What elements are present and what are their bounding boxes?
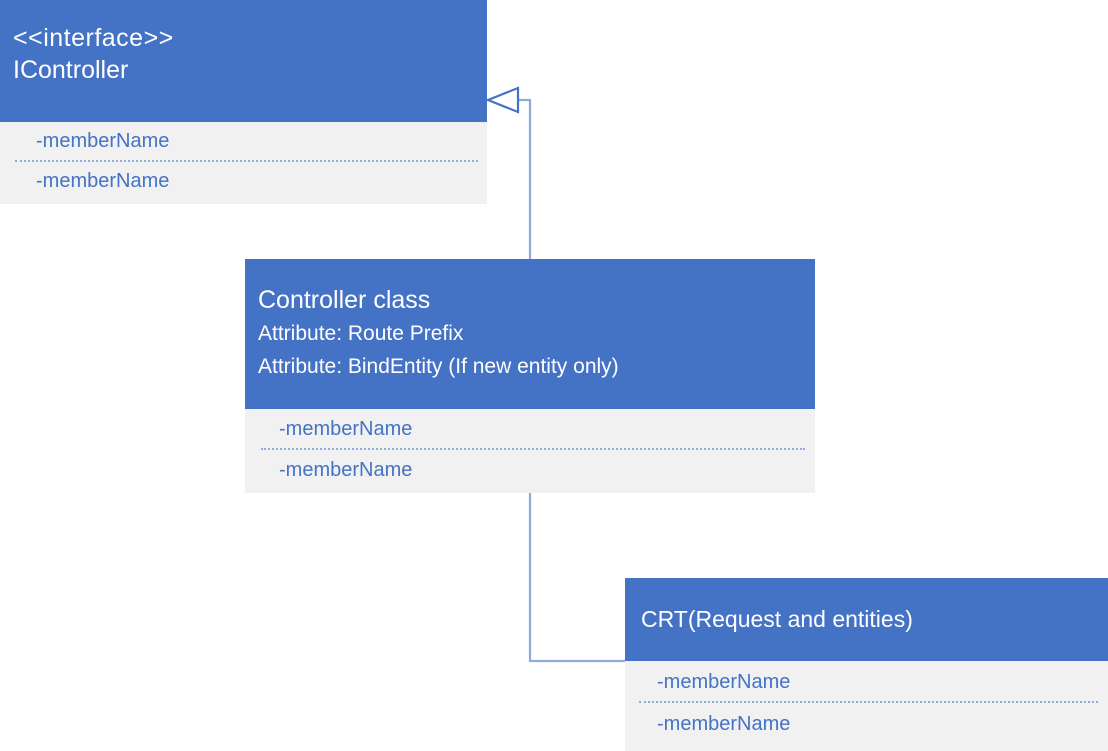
class-box-controller[interactable]: Controller class Attribute: Route Prefix… (245, 259, 815, 493)
class-header-controller: Controller class Attribute: Route Prefix… (245, 259, 815, 409)
class-member: -memberName (657, 713, 791, 735)
class-member: -memberName (657, 671, 791, 693)
class-member: -memberName (36, 170, 170, 192)
class-attribute: Attribute: Route Prefix (258, 322, 464, 345)
class-body-controller: -memberName -memberName (245, 409, 815, 493)
realization-connector (485, 86, 532, 259)
class-body-crt: -memberName -memberName (625, 661, 1108, 751)
class-header-crt: CRT(Request and entities) (625, 578, 1108, 661)
class-name-icontroller: IController (13, 56, 129, 84)
class-name-controller: Controller class (258, 286, 431, 314)
class-header-icontroller: <<interface>> IController (0, 0, 487, 122)
class-name-crt: CRT(Request and entities) (641, 606, 913, 632)
class-member: -memberName (279, 418, 413, 440)
class-box-icontroller[interactable]: <<interface>> IController -memberName -m… (0, 0, 487, 204)
class-box-crt[interactable]: CRT(Request and entities) -memberName -m… (625, 578, 1108, 751)
class-body-icontroller: -memberName -memberName (0, 122, 487, 204)
class-member: -memberName (279, 459, 413, 481)
class-stereotype: <<interface>> (13, 24, 174, 52)
member-separator (261, 448, 805, 450)
member-separator (15, 160, 478, 162)
class-attribute: Attribute: BindEntity (If new entity onl… (258, 355, 619, 378)
hollow-triangle-arrowhead (485, 86, 520, 114)
class-member: -memberName (36, 130, 170, 152)
member-separator (639, 701, 1098, 703)
association-connector (528, 493, 625, 663)
